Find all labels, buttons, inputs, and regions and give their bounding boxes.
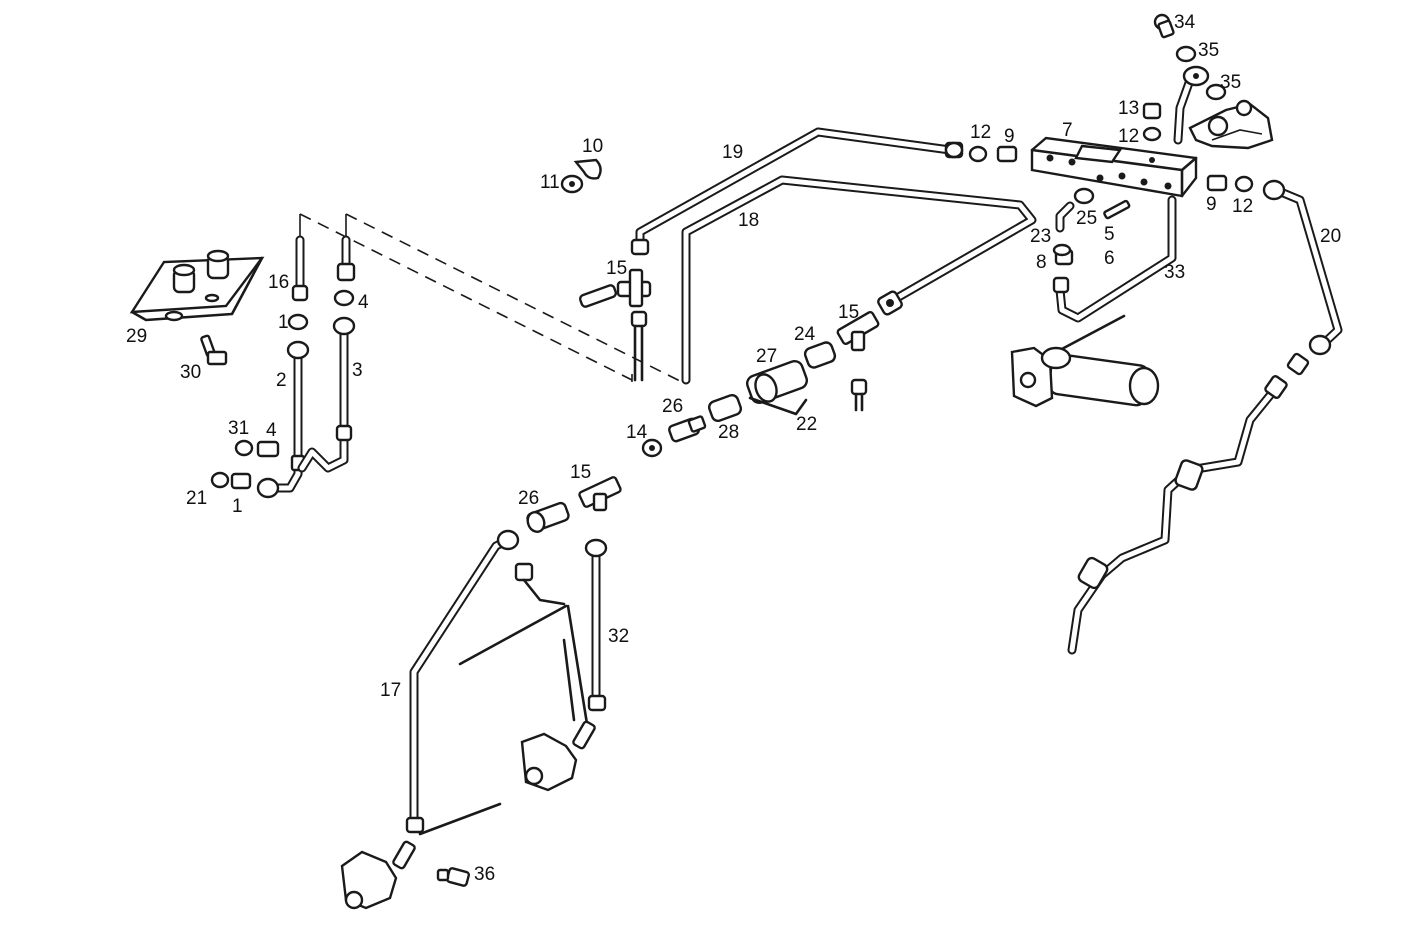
callout-26: 26 [518,488,539,509]
callout-29: 29 [126,326,147,347]
callout-9: 9 [1004,126,1015,147]
tee-fitting-15b [578,476,622,512]
valve-lower-middle [458,562,596,792]
callout-3: 3 [352,360,363,381]
callout-33: 33 [1164,262,1185,283]
tee-fitting-15 [836,310,880,352]
callout-10: 10 [582,136,603,157]
callout-11: 11 [540,172,560,193]
callout-15: 15 [838,302,859,323]
callout-18: 18 [738,210,759,231]
callout-16: 16 [268,272,289,293]
callout-2: 2 [276,370,287,391]
pipe-17 [405,529,520,834]
callout-1: 1 [232,496,243,517]
block-7 [1030,136,1198,198]
bracket-29 [129,249,265,366]
callout-9: 9 [1206,194,1217,215]
callout-20: 20 [1320,226,1341,247]
pipe-18 [681,175,1037,385]
callout-4: 4 [358,292,369,313]
pipe-top-right [1173,65,1210,145]
callout-labels: 34 35 35 13 12 12 7 9 9 12 20 10 11 19 1… [126,12,1341,885]
fittings-lower-middle [526,476,622,533]
callout-7: 7 [1062,120,1073,141]
pump-top-right [1188,99,1274,150]
callout-27: 27 [756,346,777,367]
callout-12: 12 [970,122,991,143]
callout-21: 21 [186,488,207,509]
brake-cylinder-right [1010,314,1160,408]
pipe-32 [584,538,608,712]
callout-12: 12 [1118,126,1139,147]
pipe-lower-right [1067,352,1310,655]
callout-24: 24 [794,324,816,345]
pipe-20 [1262,179,1343,356]
tee-upper-middle [578,268,652,382]
callout-13: 13 [1118,98,1139,119]
callout-1: 1 [278,312,289,333]
callout-5: 5 [1104,224,1115,245]
fittings-block [944,13,1254,266]
callout-22: 22 [796,414,817,435]
callout-17: 17 [380,680,401,701]
fittings-middle [641,310,880,458]
callout-35: 35 [1220,72,1241,93]
callout-8: 8 [1036,252,1047,273]
callout-19: 19 [722,142,743,163]
callout-15: 15 [570,462,591,483]
callout-32: 32 [608,626,629,647]
callout-35: 35 [1198,40,1219,61]
pipe-33 [1052,195,1177,323]
callout-28: 28 [718,422,739,443]
pipes-left [210,235,356,499]
callout-14: 14 [626,422,648,443]
callout-30: 30 [180,362,201,383]
callout-4: 4 [266,420,277,441]
callout-23: 23 [1030,226,1051,247]
callout-34: 34 [1174,12,1196,33]
callout-12: 12 [1232,196,1253,217]
callout-31: 31 [228,418,249,439]
callout-6: 6 [1104,248,1115,269]
valve-bottom-left [340,802,502,910]
callout-26: 26 [662,396,683,417]
callout-25: 25 [1076,208,1097,229]
callout-36: 36 [474,864,495,885]
callout-15: 15 [606,258,627,279]
clip-10-11 [560,158,602,194]
